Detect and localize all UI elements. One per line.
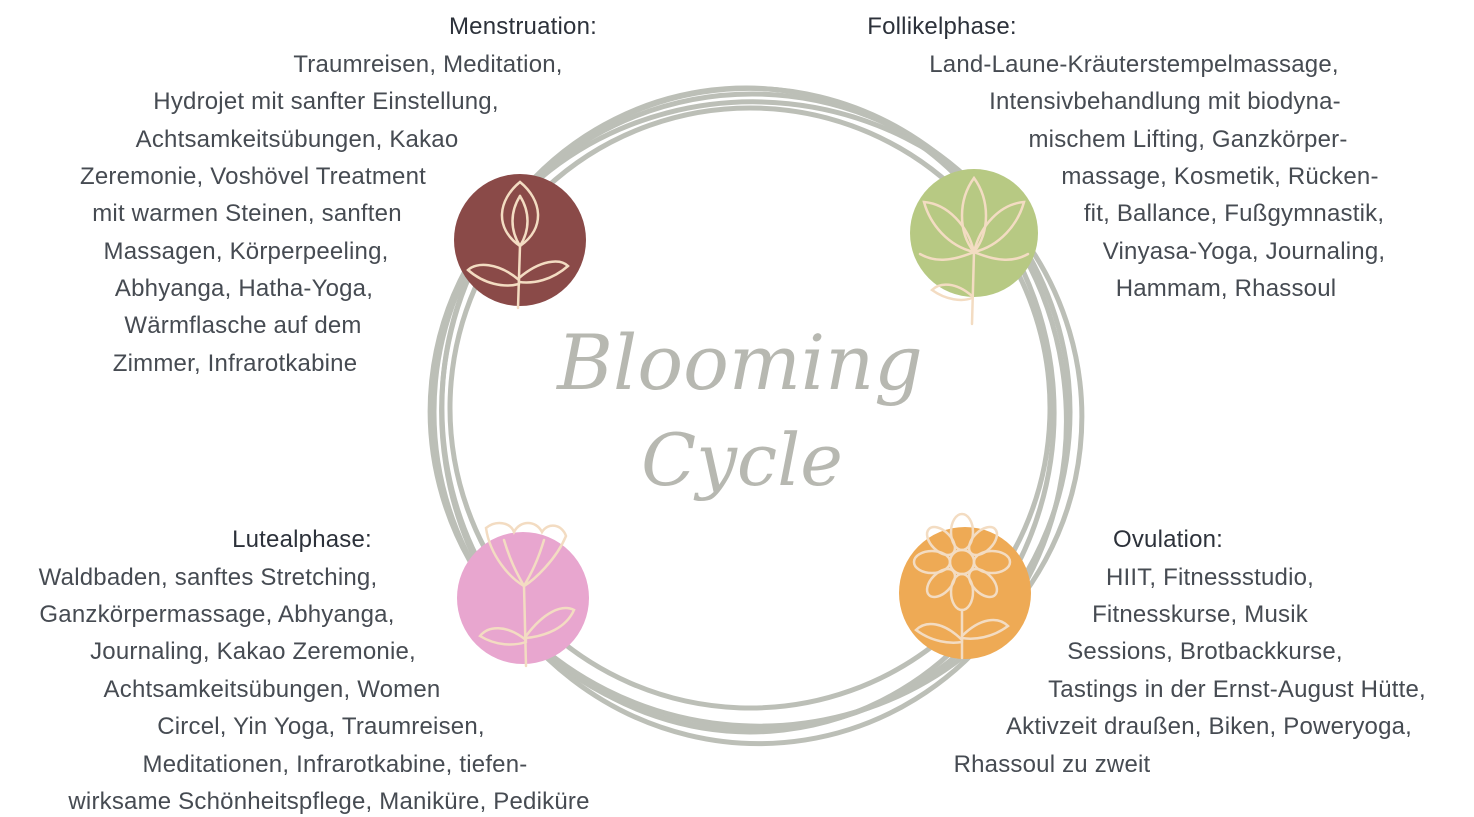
luteal-heading: Lutealphase: bbox=[232, 525, 372, 555]
follikel-heading: Follikelphase: bbox=[867, 12, 1017, 42]
luteal-line: wirksame Schönheitspflege, Maniküre, Ped… bbox=[68, 787, 589, 817]
menstruation-line: Zimmer, Infrarotkabine bbox=[113, 349, 357, 379]
menstruation-heading: Menstruation: bbox=[449, 12, 597, 42]
ovulation-heading: Ovulation: bbox=[1113, 525, 1223, 555]
scribble-ring bbox=[395, 43, 1114, 789]
center-title-line1: Blooming bbox=[557, 318, 923, 407]
menstruation-line: Traumreisen, Meditation, bbox=[293, 50, 562, 80]
menstruation-line: Achtsamkeitsübungen, Kakao bbox=[136, 125, 459, 155]
follikel-line: mischem Lifting, Ganzkörper- bbox=[1028, 125, 1347, 155]
luteal-line: Ganzkörpermassage, Abhyanga, bbox=[39, 600, 394, 630]
menstruation-line: Hydrojet mit sanfter Einstellung, bbox=[153, 87, 498, 117]
ovulation-flower-circle bbox=[899, 514, 1031, 659]
menstruation-line: mit warmen Steinen, sanften bbox=[92, 199, 402, 229]
menstruation-line: Wärmflasche auf dem bbox=[124, 311, 361, 341]
luteal-line: Achtsamkeitsübungen, Women bbox=[104, 675, 441, 705]
luteal-line: Meditationen, Infrarotkabine, tiefen- bbox=[143, 750, 528, 780]
luteal-line: Journaling, Kakao Zeremonie, bbox=[90, 637, 416, 667]
center-title-line2: Cycle bbox=[641, 418, 843, 502]
follikel-line: Land-Laune-Kräuterstempelmassage, bbox=[929, 50, 1339, 80]
menstruation-line: Massagen, Körperpeeling, bbox=[104, 237, 389, 267]
ovulation-line: Sessions, Brotbackkurse, bbox=[1067, 637, 1343, 667]
luteal-line: Circel, Yin Yoga, Traumreisen, bbox=[157, 712, 485, 742]
ovulation-line: Rhassoul zu zweit bbox=[954, 750, 1151, 780]
ovulation-line: Fitnesskurse, Musik bbox=[1092, 600, 1308, 630]
luteal-line: Waldbaden, sanftes Stretching, bbox=[39, 563, 378, 593]
ovulation-line: HIIT, Fitnessstudio, bbox=[1106, 563, 1314, 593]
menstruation-line: Zeremonie, Voshövel Treatment bbox=[80, 162, 426, 192]
follikel-flower-circle bbox=[910, 169, 1038, 324]
menstruation-line: Abhyanga, Hatha-Yoga, bbox=[115, 274, 373, 304]
follikel-line: fit, Ballance, Fußgymnastik, bbox=[1084, 199, 1384, 229]
ovulation-line: Aktivzeit draußen, Biken, Poweryoga, bbox=[1006, 712, 1412, 742]
follikel-line: Hammam, Rhassoul bbox=[1116, 274, 1337, 304]
luteal-flower-circle bbox=[457, 523, 589, 666]
follikel-line: Vinyasa-Yoga, Journaling, bbox=[1103, 237, 1386, 267]
follikel-line: massage, Kosmetik, Rücken- bbox=[1061, 162, 1378, 192]
follikel-line: Intensivbehandlung mit biodyna- bbox=[989, 87, 1341, 117]
ovulation-line: Tastings in der Ernst-August Hütte, bbox=[1048, 675, 1426, 705]
